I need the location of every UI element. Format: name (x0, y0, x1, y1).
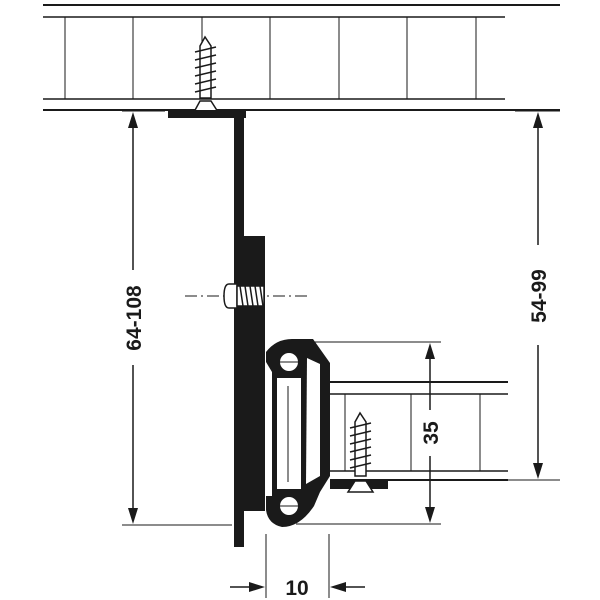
dimension-label-drawer-offset: 54-99 (528, 269, 551, 323)
adjustment-screw (185, 283, 310, 309)
dimension-cabinet-height: 64-108 (122, 110, 232, 526)
dimension-runner-height: 35 (296, 341, 443, 525)
top-screw (192, 35, 220, 113)
dimension-drawer-offset: 54-99 (390, 110, 560, 481)
drawer-screw (346, 411, 375, 493)
dimension-label-cabinet-height: 64-108 (123, 285, 146, 351)
dimension-label-runner-height: 35 (420, 421, 443, 445)
mounting-bracket (168, 110, 265, 547)
top-panel (43, 4, 560, 111)
drawer-runner (266, 339, 388, 527)
dimension-label-side-clearance: 10 (285, 577, 308, 600)
dimension-side-clearance: 10 (230, 534, 365, 600)
